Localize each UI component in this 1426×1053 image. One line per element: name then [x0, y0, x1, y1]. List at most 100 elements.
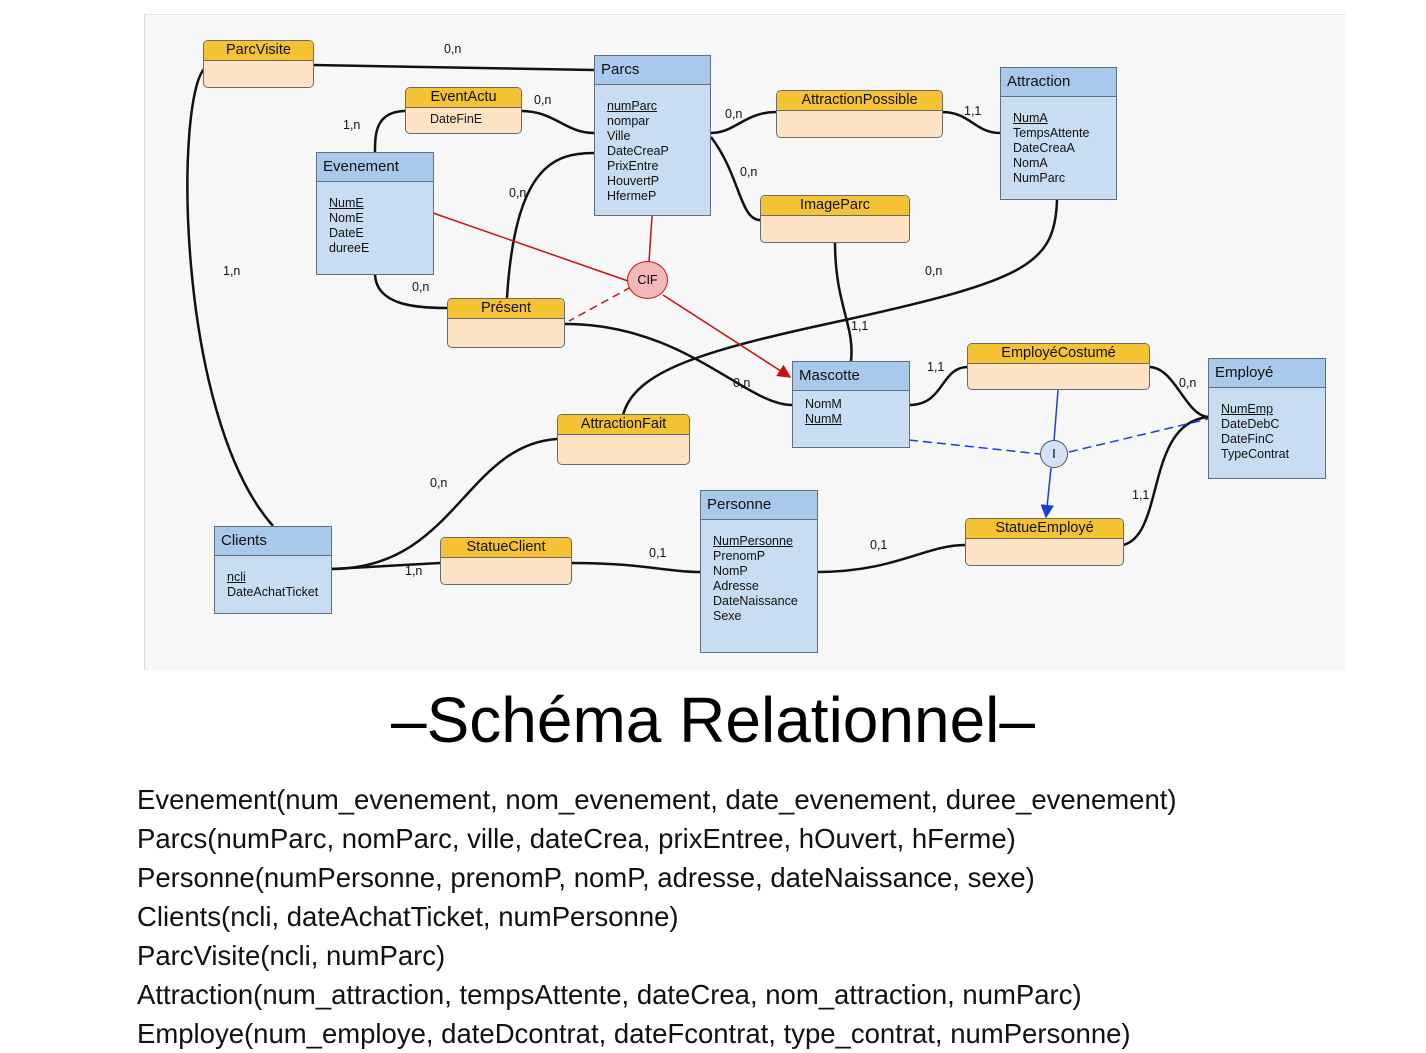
entity-field: PrixEntre	[607, 159, 659, 173]
cardinality: 0,n	[534, 93, 552, 107]
entity-field: NumPersonne	[713, 534, 793, 548]
link-parcs-imageparc	[710, 136, 761, 222]
entity-title: Clients	[215, 527, 331, 556]
entity-title: Mascotte	[793, 362, 909, 391]
relation-title: ParcVisite	[204, 41, 313, 61]
schema-line: Employe(num_employe, dateDcontrat, dateF…	[137, 1018, 1131, 1049]
relation-eventactu: EventActu DateFinE	[405, 87, 522, 134]
entity-personne: Personne NumPersonne PrenomP NomP Adress…	[700, 490, 818, 653]
entity-field: numParc	[607, 99, 658, 113]
cif-link-evenement	[432, 212, 629, 282]
cif-link-present	[568, 286, 632, 322]
relation-title: Présent	[448, 299, 564, 319]
relation-attribute: DateFinE	[430, 112, 483, 126]
entity-field: NomE	[329, 211, 364, 225]
relation-statueemploye: StatueEmployé	[965, 518, 1124, 566]
link-imageparc-mascotte	[833, 241, 853, 362]
entity-title: Evenement	[317, 153, 433, 182]
entity-field: Sexe	[713, 609, 742, 623]
entity-employe: Employé NumEmp DateDebC DateFinC TypeCon…	[1208, 358, 1326, 479]
schema-line: Parcs(numParc, nomParc, ville, dateCrea,…	[137, 823, 1016, 854]
cardinality: 0,n	[412, 280, 430, 294]
cardinality: 1,1	[964, 104, 982, 118]
entity-field: Adresse	[713, 579, 759, 593]
entity-field: Ville	[607, 129, 631, 143]
entity-clients: Clients ncli DateAchatTicket	[214, 526, 332, 614]
entity-field: ncli	[227, 570, 246, 584]
entity-attraction: Attraction NumA TempsAttente DateCreaA N…	[1000, 67, 1117, 200]
entity-field: TypeContrat	[1221, 447, 1290, 461]
relation-statueclient: StatueClient	[440, 537, 572, 585]
link-parcvisite-clients	[186, 67, 274, 527]
mcd-diagram: Parcs numParc nompar Ville DateCreaP Pri…	[144, 14, 1345, 670]
cardinality: 0,n	[444, 42, 462, 56]
schema-line: ParcVisite(ncli, numParc)	[137, 940, 446, 971]
entity-field: NumA	[1013, 111, 1048, 125]
relation-title: EmployéCostumé	[968, 344, 1149, 364]
cardinality: 1,n	[223, 264, 241, 278]
link-clients-statueclient	[330, 561, 441, 571]
cardinality: 0,n	[509, 186, 527, 200]
entity-field: nompar	[607, 114, 650, 128]
link-attractionpossible-attraction	[941, 110, 1001, 135]
entity-field: DateFinC	[1221, 432, 1274, 446]
entity-field: TempsAttente	[1013, 126, 1090, 140]
entity-title: Parcs	[595, 56, 710, 85]
entity-field: DateCreaA	[1013, 141, 1075, 155]
cif-link-parcs	[648, 215, 653, 263]
inclusion-constraint: I	[1040, 440, 1068, 468]
link-layer	[186, 63, 1209, 574]
relation-title: StatueEmployé	[966, 519, 1123, 539]
entity-field: PrenomP	[713, 549, 766, 563]
cardinality: 1,1	[927, 360, 945, 374]
inclusion-link-employe	[1068, 418, 1209, 453]
link-eventactu-evenement	[373, 109, 407, 153]
link-mascotte-employecostume	[908, 365, 969, 407]
relation-title: AttractionFait	[558, 415, 689, 435]
cardinality: 1,n	[343, 118, 361, 132]
schema-line: Evenement(num_evenement, nom_evenement, …	[137, 784, 1177, 815]
relation-title: EventActu	[406, 88, 521, 108]
entity-field: DateDebC	[1221, 417, 1280, 431]
cardinality: 0,n	[430, 476, 448, 490]
link-statueclient-personne	[570, 561, 701, 574]
entity-field: DateNaissance	[713, 594, 798, 608]
entity-field: NomP	[713, 564, 748, 578]
cardinality: 0,1	[870, 538, 888, 552]
link-statueemploye-employe	[1122, 415, 1209, 547]
entity-field: DateE	[329, 226, 364, 240]
entity-field: NumE	[329, 196, 364, 210]
link-present-mascotte	[564, 322, 793, 407]
entity-field: NomM	[805, 397, 842, 411]
relation-title: ImageParc	[761, 196, 909, 216]
cardinality: 0,n	[740, 165, 758, 179]
entity-field: DateAchatTicket	[227, 585, 319, 599]
relation-employecostume: EmployéCostumé	[967, 343, 1150, 390]
link-attractionfait-clients	[330, 437, 558, 571]
entity-field: HfermeP	[607, 189, 657, 203]
entity-field: DateCreaP	[607, 144, 669, 158]
schema-line: Personne(numPersonne, prenomP, nomP, adr…	[137, 862, 1035, 893]
schema-line: Clients(ncli, dateAchatTicket, numPerson…	[137, 901, 679, 932]
relation-parcvisite: ParcVisite	[203, 40, 314, 88]
cardinality: 0,n	[1179, 376, 1197, 390]
link-evenement-present	[373, 274, 448, 310]
inclusion-label: I	[1052, 447, 1056, 461]
entity-field: NomA	[1013, 156, 1048, 170]
entity-evenement: Evenement NumE NomE DateE dureeE	[316, 152, 434, 275]
page-title: –Schéma Relationnel–	[391, 684, 1035, 756]
link-personne-statueemploye	[816, 543, 966, 574]
relation-title: AttractionPossible	[777, 91, 942, 111]
cardinality: 0,n	[725, 107, 743, 121]
cardinality: 0,n	[733, 376, 751, 390]
cardinality: 0,n	[925, 264, 943, 278]
entity-title: Attraction	[1001, 68, 1116, 97]
inclusion-link-mascotte	[908, 439, 1041, 455]
relation-attractionpossible: AttractionPossible	[776, 90, 943, 138]
cif-label: CIF	[637, 273, 658, 287]
entity-field: HouvertP	[607, 174, 660, 188]
relation-present: Présent	[447, 298, 565, 348]
entity-field: NumEmp	[1221, 402, 1274, 416]
link-employecostume-employe	[1148, 365, 1209, 419]
relation-imageparc: ImageParc	[760, 195, 910, 243]
